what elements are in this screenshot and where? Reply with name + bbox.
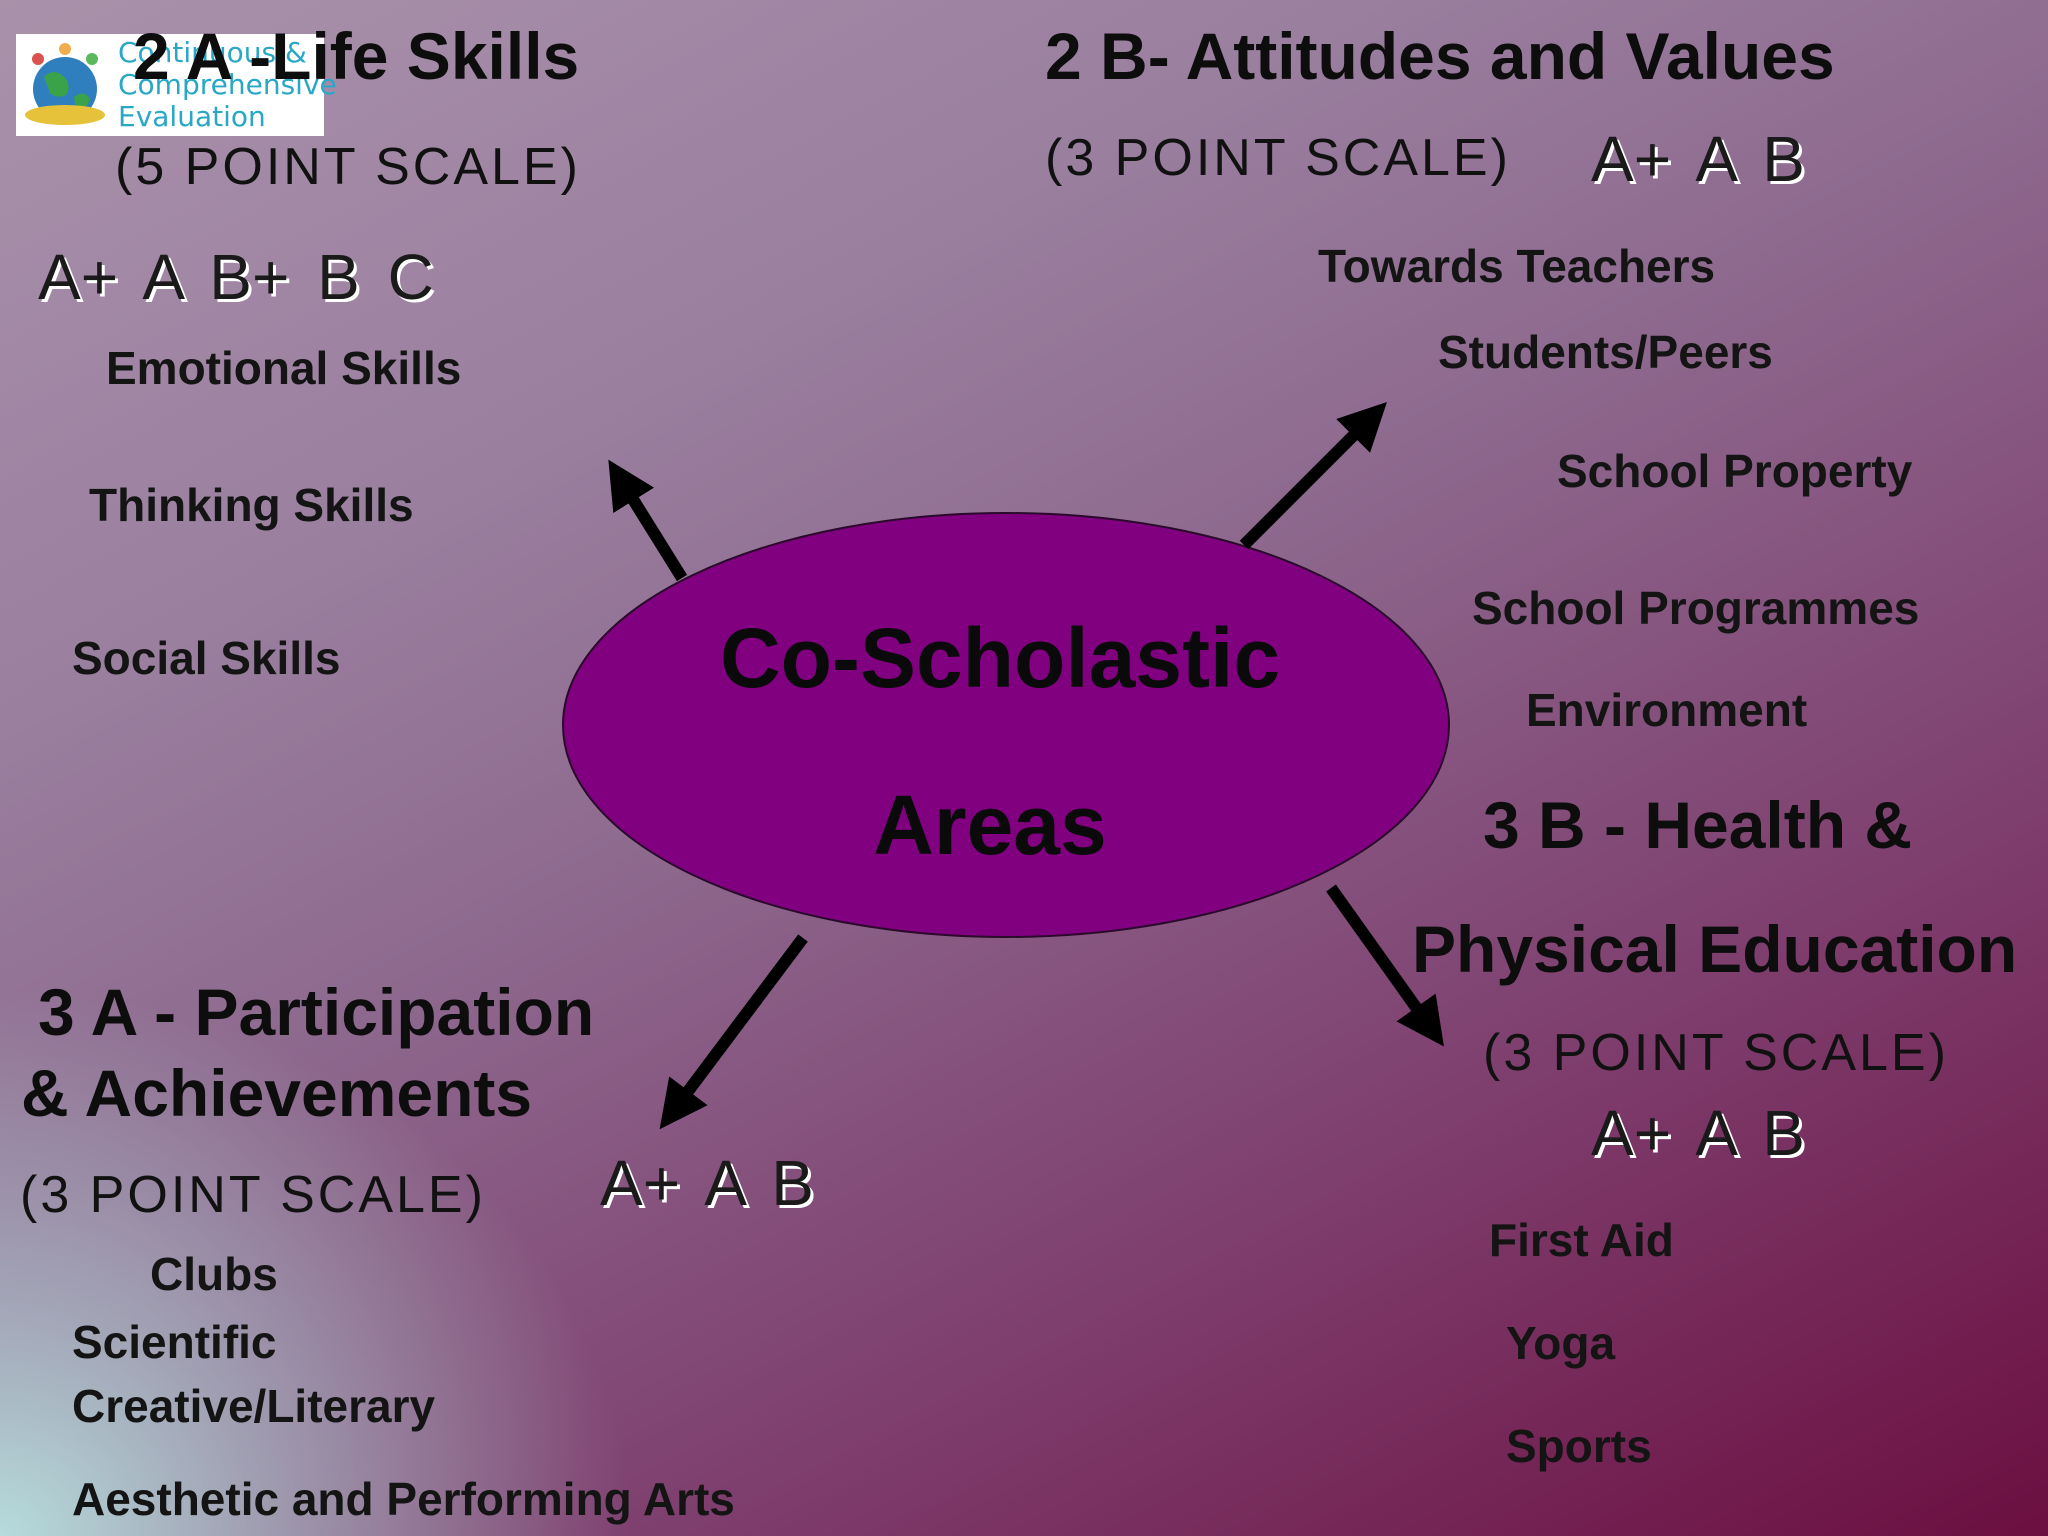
life-skills-grades: A+ A B+ B C [38, 241, 434, 313]
center-label-line1: Co-Scholastic [719, 611, 1281, 705]
life-skills-item-emotional: Emotional Skills [106, 342, 462, 394]
attitudes-item-property: School Property [1557, 445, 1913, 497]
health-scale: (3 POINT SCALE) [1483, 1024, 1949, 1082]
attitudes-item-teachers: Towards Teachers [1318, 240, 1716, 292]
arrow-to-health [1326, 884, 1444, 1047]
life-skills-scale: (5 POINT SCALE) [115, 138, 581, 196]
participation-item-arts: Aesthetic and Performing Arts [72, 1473, 735, 1525]
participation-item-scientific: Scientific [72, 1316, 277, 1368]
participation-grades: A+ A B [600, 1147, 814, 1219]
attitudes-item-environment: Environment [1526, 684, 1808, 736]
center-ellipse [562, 512, 1450, 938]
logo-text-line2: Comprehensive [118, 68, 337, 101]
arrow-to-participation [659, 934, 808, 1130]
arrow-to-attitudes [1239, 402, 1387, 550]
arrow-to-life-skills [608, 459, 688, 582]
logo-text-line1: Continuous & [118, 36, 307, 69]
attitudes-item-programmes: School Programmes [1472, 582, 1920, 634]
globe-children-icon [25, 43, 105, 125]
participation-clubs-label: Clubs [150, 1248, 278, 1300]
attitudes-scale: (3 POINT SCALE) [1045, 129, 1511, 187]
attitudes-grades: A+ A B [1591, 123, 1805, 195]
health-item-yoga: Yoga [1506, 1317, 1616, 1369]
life-skills-item-thinking: Thinking Skills [89, 479, 414, 531]
health-title-line1: 3 B - Health & [1483, 788, 1913, 862]
cce-logo: Continuous & Comprehensive Evaluation [16, 34, 337, 136]
participation-title-line1: 3 A - Participation [38, 975, 595, 1049]
attitudes-title: 2 B- Attitudes and Values [1045, 19, 1835, 93]
logo-text-line3: Evaluation [118, 100, 266, 133]
participation-title-line2: & Achievements [21, 1056, 533, 1130]
health-grades: A+ A B [1591, 1097, 1805, 1169]
center-label-line2: Areas [873, 778, 1107, 872]
attitudes-item-peers: Students/Peers [1438, 326, 1773, 378]
life-skills-item-social: Social Skills [72, 632, 341, 684]
participation-item-creative: Creative/Literary [72, 1380, 436, 1432]
life-skills-title: 2 A -Life Skills [133, 19, 580, 93]
health-title-line2: Physical Education [1412, 912, 2018, 986]
health-item-first-aid: First Aid [1489, 1214, 1674, 1266]
health-item-sports: Sports [1506, 1420, 1652, 1472]
participation-scale: (3 POINT SCALE) [20, 1166, 486, 1224]
